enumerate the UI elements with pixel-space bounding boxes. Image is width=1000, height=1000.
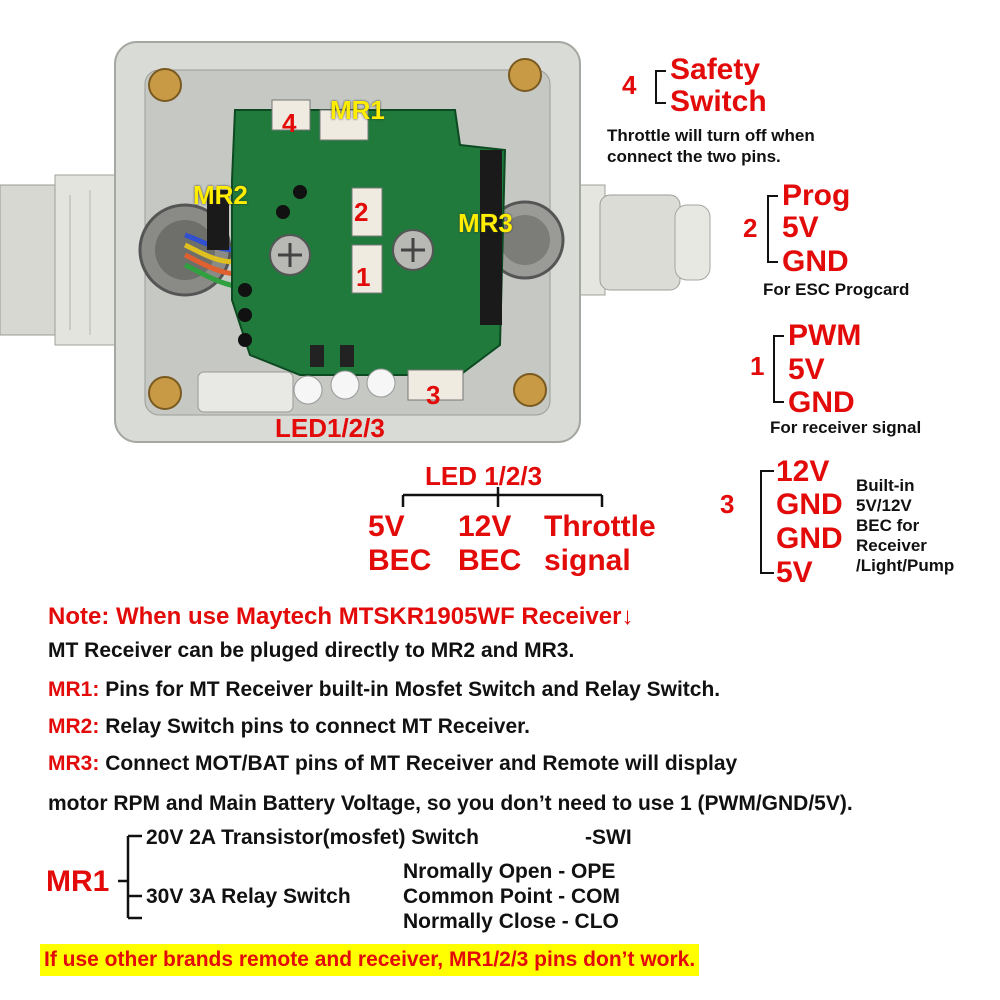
pin3-item-1: 12V	[776, 455, 830, 488]
mr1-opt-3: Normally Close - CLO	[403, 910, 619, 933]
pin4-desc-2: connect the two pins.	[607, 147, 781, 166]
led-item-2-line2: BEC	[458, 544, 522, 577]
mr1-photo-label: MR1	[330, 95, 385, 125]
pin1-number: 1	[750, 351, 765, 381]
pin4-bracket	[655, 70, 666, 104]
corner-screws	[148, 58, 547, 410]
note-line-1: MT Receiver can be pluged directly to MR…	[48, 639, 575, 662]
mr1-opt-2: Common Point - COM	[403, 885, 620, 908]
port-4-photo-label: 4	[282, 108, 297, 138]
led-item-3-line1: Throttle	[544, 510, 656, 543]
led-item-1-line2: BEC	[368, 544, 432, 577]
pin3-desc-2: 5V/12V	[856, 496, 912, 515]
pin3-number: 3	[720, 489, 735, 519]
led-title: LED 1/2/3	[425, 461, 543, 491]
pin3-desc-1: Built-in	[856, 476, 915, 495]
note-mr1-key: MR1:	[48, 678, 100, 701]
led-tree-lines	[401, 487, 604, 507]
pin4-number: 4	[622, 70, 637, 100]
mr1-opt-1: Nromally Open - OPE	[403, 860, 616, 883]
note-mr1-text: Pins for MT Receiver built-in Mosfet Swi…	[105, 678, 721, 701]
note-mr3-key: MR3:	[48, 752, 100, 775]
pin3-item-2: GND	[776, 488, 843, 521]
warning-banner: If use other brands remote and receiver,…	[40, 944, 700, 976]
mr1-detail-bracket	[118, 834, 142, 920]
note-title: Note: When use Maytech MTSKR1905WF Recei…	[48, 603, 634, 630]
note-mr2-text: Relay Switch pins to connect MT Receiver…	[105, 715, 530, 738]
led-photo-label: LED1/2/3	[275, 413, 385, 443]
pin2-bracket	[767, 195, 778, 263]
note-mr2-line: MR2: Relay Switch pins to connect MT Rec…	[48, 714, 530, 740]
pin2-item-3: GND	[782, 245, 849, 278]
mr1-detail-label: MR1	[46, 865, 110, 898]
pin4-desc-1: Throttle will turn off when	[607, 126, 815, 145]
mr1-swi-text: 20V 2A Transistor(mosfet) Switch	[146, 826, 479, 849]
led-lights	[293, 368, 396, 405]
junction-box-photo	[0, 41, 711, 443]
mr1-relay-text: 30V 3A Relay Switch	[146, 885, 351, 908]
pin4-item-2: Switch	[670, 85, 767, 118]
pin1-item-2: 5V	[788, 353, 825, 386]
pin3-desc-3: BEC for	[856, 516, 920, 535]
led-item-3-line2: signal	[544, 544, 631, 577]
mr1-swi-code: -SWI	[585, 826, 632, 849]
pin2-item-2: 5V	[782, 211, 819, 244]
pin2-desc: For ESC Progcard	[763, 280, 910, 299]
mr2-photo-label: MR2	[193, 180, 248, 210]
led-item-2-line1: 12V	[458, 510, 512, 543]
note-mr3-line-2: motor RPM and Main Battery Voltage, so y…	[48, 792, 853, 815]
pin3-bracket	[760, 470, 774, 574]
port-1-photo-label: 1	[356, 262, 371, 292]
note-mr3-line: MR3: Connect MOT/BAT pins of MT Receiver…	[48, 751, 737, 777]
led-item-1-line1: 5V	[368, 510, 405, 543]
note-mr1-line: MR1: Pins for MT Receiver built-in Mosfe…	[48, 677, 720, 703]
port-2-photo-label: 2	[354, 197, 369, 227]
pin3-desc-4: Receiver	[856, 536, 927, 555]
port-3-photo-label: 3	[426, 380, 441, 410]
note-mr3-text: Connect MOT/BAT pins of MT Receiver and …	[105, 752, 738, 775]
note-mr2-key: MR2:	[48, 715, 100, 738]
pin2-number: 2	[743, 213, 758, 243]
pin3-item-3: GND	[776, 522, 843, 555]
pin1-desc: For receiver signal	[770, 418, 922, 437]
pin2-item-1: Prog	[782, 179, 851, 212]
pin3-desc-5: /Light/Pump	[856, 556, 955, 575]
left-cable-gland	[0, 174, 131, 346]
pin1-item-1: PWM	[788, 319, 862, 352]
pin1-item-3: GND	[788, 386, 855, 419]
pin1-bracket	[773, 335, 784, 403]
pcb-board	[231, 109, 507, 376]
pin3-item-4: 5V	[776, 556, 813, 589]
pin4-item-1: Safety	[670, 53, 761, 86]
mr3-photo-label: MR3	[458, 208, 513, 238]
